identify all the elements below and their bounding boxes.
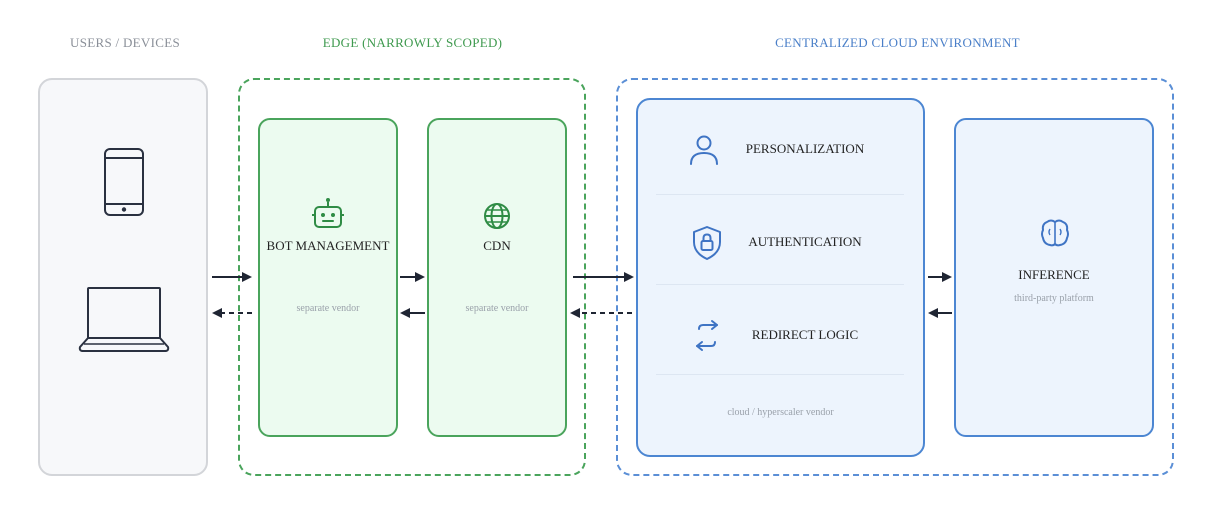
bot-management-title: BOT MANAGEMENT [266,238,390,253]
laptop-icon [78,287,170,352]
robot-icon [312,198,344,228]
service-divider [656,374,904,375]
cdn-title: CDN [483,238,511,253]
phone-icon [104,148,144,216]
inference-title: INFERENCE [1018,267,1090,282]
service-divider [656,284,904,285]
inference-box [954,118,1154,437]
service-title-redirect-logic: REDIRECT LOGIC [751,327,859,342]
shield-lock-icon [693,226,721,260]
service-divider [656,194,904,195]
cdn-vendor: separate vendor [465,303,529,314]
bot-management-box [258,118,398,437]
brain-icon [1041,219,1069,247]
bot-management-vendor: separate vendor [296,303,360,314]
group-label-edge: EDGE (NARROWLY SCOPED) [322,35,503,50]
users-devices-panel [38,78,208,476]
cdn-box [427,118,567,437]
cloud-services-vendor: cloud / hyperscaler vendor [727,407,834,418]
group-label-cloud: CENTRALIZED CLOUD ENVIRONMENT [775,35,1020,50]
inference-vendor: third-party platform [1014,293,1094,304]
redirect-arrows-icon [696,320,718,351]
cloud-services-box [636,98,925,457]
service-title-personalization: PERSONALIZATION [745,141,865,156]
user-icon [690,135,718,165]
service-title-authentication: AUTHENTICATION [748,234,862,249]
globe-icon [484,203,510,229]
group-label-users: USERS / DEVICES [70,35,180,50]
